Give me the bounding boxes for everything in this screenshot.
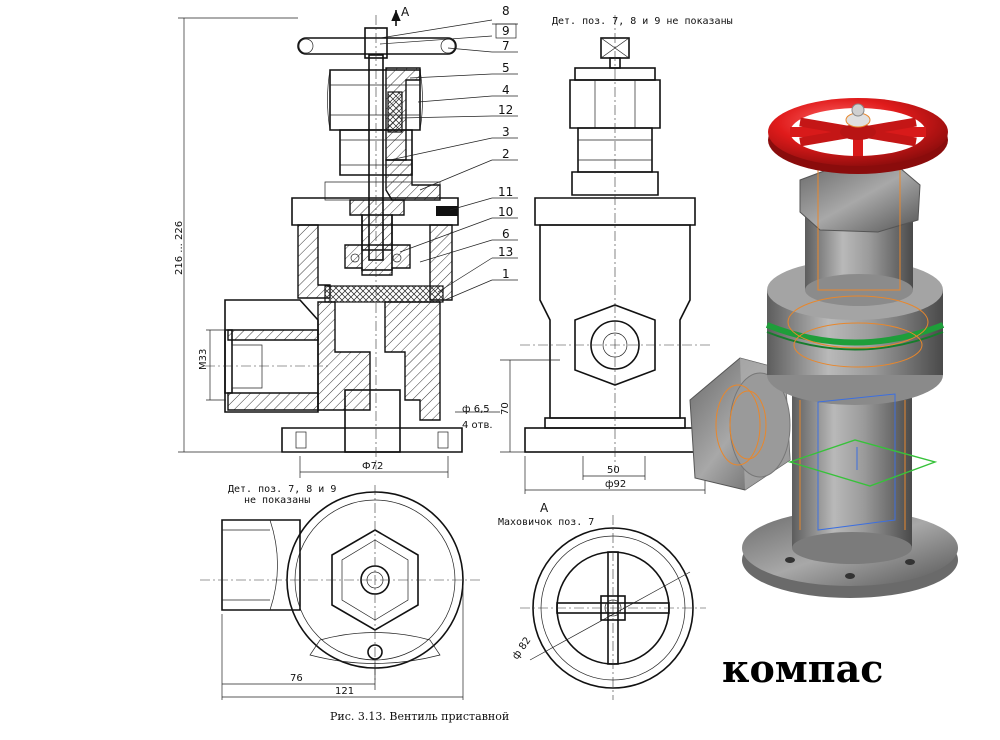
pos-5: 5 xyxy=(502,61,510,75)
dim-side-base-dia: ф92 xyxy=(605,479,626,490)
dim-plan-w1: 76 xyxy=(290,673,303,684)
note-top: Дет. поз. 7, 8 и 9 не показаны xyxy=(552,16,733,27)
note-plan-line1: Дет. поз. 7, 8 и 9 xyxy=(228,484,336,495)
section-mark-label: A xyxy=(401,5,410,19)
plan-dimensions: 76 121 xyxy=(221,585,464,700)
pos-3: 3 xyxy=(502,125,510,139)
view-a-subtitle: Маховичок поз. 7 xyxy=(498,517,594,528)
side-view xyxy=(520,15,710,470)
plan-view xyxy=(200,485,480,680)
pos-11: 11 xyxy=(498,185,513,199)
view-a-handwheel: ф 82 xyxy=(510,515,706,700)
pos-4: 4 xyxy=(502,83,510,97)
dim-height: 216 ... 226 xyxy=(174,221,185,275)
dim-side-width: 50 xyxy=(607,465,620,476)
pos-8: 8 xyxy=(502,4,510,18)
figure-caption: Рис. 3.13. Вентиль приставной xyxy=(330,710,509,723)
dim-wheel-dia: ф 82 xyxy=(510,635,533,661)
pos-2: 2 xyxy=(502,147,510,161)
view-a-title: А xyxy=(540,501,549,515)
pos-13: 13 xyxy=(498,245,513,259)
front-section-view xyxy=(205,15,463,470)
pos-6: 6 xyxy=(502,227,510,241)
pos-7: 7 xyxy=(502,39,510,53)
dim-plan-w2: 121 xyxy=(335,686,354,697)
software-label: компас xyxy=(722,646,883,691)
dim-hole-count: 4 отв. xyxy=(462,420,493,431)
dim-thread: M33 xyxy=(198,349,209,370)
pos-9: 9 xyxy=(502,24,510,38)
dim-side-height: 70 xyxy=(500,402,511,415)
dim-hole-dia: ф 6,5 xyxy=(462,404,490,415)
section-mark-a: A xyxy=(391,5,410,26)
valve-3d-render xyxy=(689,98,958,598)
pos-12: 12 xyxy=(498,103,513,117)
front-dimensions: 216 ... 226 M33 ф 6,5 4 отв. Ф72 xyxy=(174,17,500,478)
note-plan-line2: не показаны xyxy=(244,495,310,506)
pos-10: 10 xyxy=(498,205,513,219)
dim-base-dia: Ф72 xyxy=(362,461,383,472)
pos-1: 1 xyxy=(502,267,510,281)
position-callouts: 8 9 7 5 4 12 3 2 11 10 6 13 1 xyxy=(379,4,518,301)
